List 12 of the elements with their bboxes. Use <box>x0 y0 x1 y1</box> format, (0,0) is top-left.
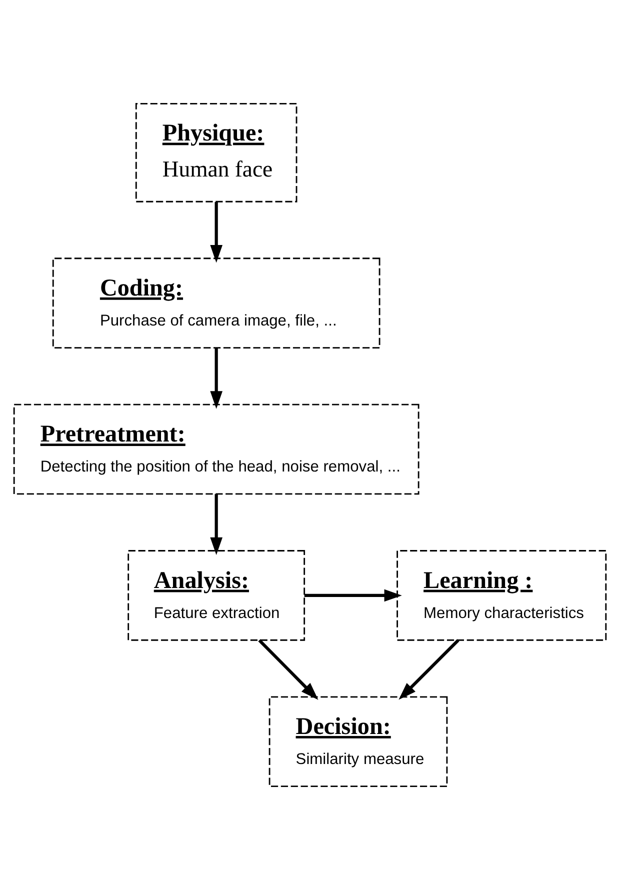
arrow <box>210 348 222 409</box>
arrow <box>210 494 222 555</box>
node-box: Pretreatment: Detecting the position of the head, noise removal, ... <box>13 404 420 495</box>
node-box: Analysis: Feature extraction <box>128 550 306 641</box>
node-box: Coding: Purchase of camera image, file, ... <box>52 258 380 348</box>
arrow <box>304 589 402 602</box>
arrow <box>398 639 460 700</box>
arrow <box>258 639 318 700</box>
node-box: Physique: Human face <box>135 102 298 202</box>
node-box: Learning : Memory characteristics <box>396 550 607 641</box>
node-box: Decision: Similarity measure <box>268 696 448 788</box>
arrow <box>210 202 222 263</box>
